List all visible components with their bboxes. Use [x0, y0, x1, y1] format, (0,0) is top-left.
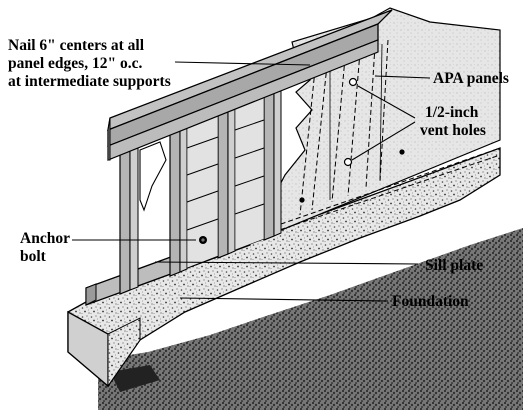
nailing-label-line3: at intermediate supports — [8, 73, 171, 90]
nailing-label-line1: Nail 6" centers at all — [8, 37, 145, 54]
anchor-bolts-rear — [299, 149, 405, 203]
anchor-bolt-label-line2: bolt — [20, 248, 47, 265]
nailing-label-line2: panel edges, 12" o.c. — [8, 55, 142, 72]
vent-holes-label-line2: vent holes — [420, 122, 486, 139]
wall-studs — [119, 82, 282, 295]
framing-backing — [139, 89, 265, 269]
vent-holes — [343, 77, 358, 167]
sill-plate-label: Sill plate — [425, 257, 483, 274]
leader-lines — [72, 61, 431, 302]
apa-panels-label: APA panels — [433, 70, 509, 87]
vent-holes-label-line1: 1/2-inch — [425, 104, 479, 121]
diagram-labels: Nail 6" centers at all panel edges, 12" … — [8, 37, 509, 310]
top-plate — [107, 9, 393, 161]
ground-soil — [98, 228, 523, 410]
foundation-label: Foundation — [392, 293, 469, 310]
anchor-bolt — [199, 236, 207, 244]
anchor-bolt-label-line1: Anchor — [20, 230, 70, 247]
foundation-concrete — [67, 147, 501, 388]
